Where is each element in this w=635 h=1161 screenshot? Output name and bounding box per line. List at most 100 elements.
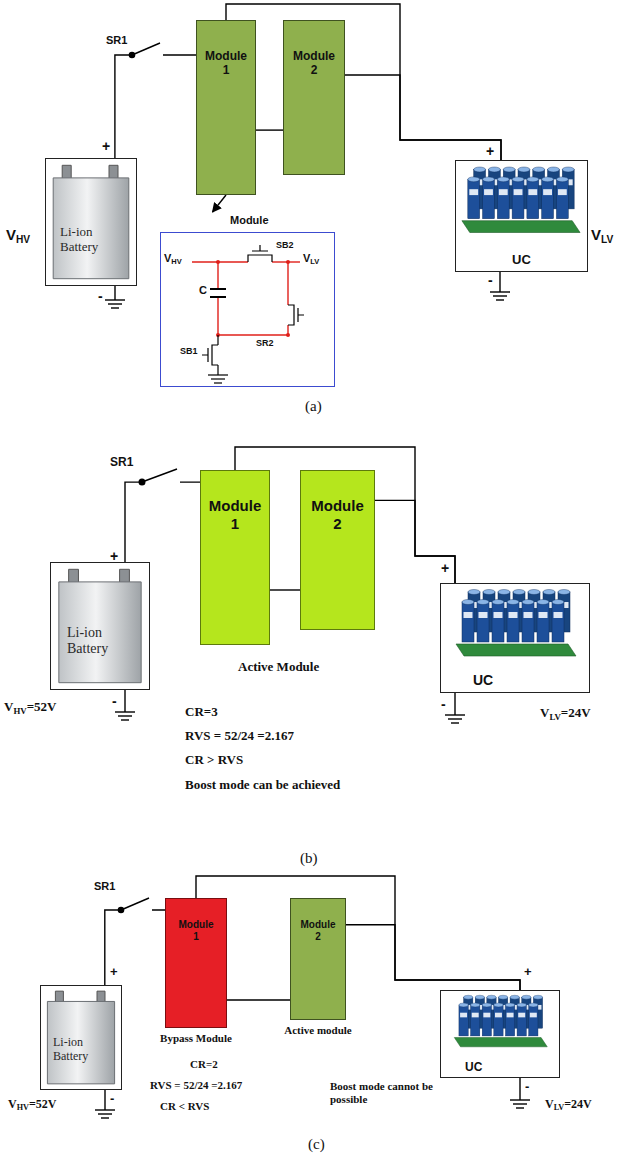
battery-text: Li-ion Battery: [53, 1036, 88, 1064]
label-slot: SR1: [110, 456, 133, 470]
label-slot: SR1: [106, 34, 127, 47]
polarity-sign: +: [441, 560, 449, 576]
label-slot: VLV: [303, 252, 319, 265]
module-box: Module 2: [300, 470, 375, 630]
label-slot: Boost mode cannot be possible: [330, 1080, 440, 1105]
module-title: Module 1: [205, 49, 247, 78]
wire-connector: [375, 500, 455, 583]
polarity-sign: -: [488, 272, 493, 288]
capacitor-bank-box: UC: [455, 160, 588, 272]
capacitor-bank-illustration: [441, 991, 559, 1053]
voltage-label: VLV: [591, 226, 613, 243]
module-caption: Bypass Module: [160, 1032, 232, 1045]
uc-text: UC: [473, 672, 493, 689]
polarity-sign: +: [110, 965, 118, 980]
module-title: Module 1: [209, 497, 262, 533]
component-label: SR2: [256, 338, 274, 348]
component-label: SB1: [180, 346, 198, 356]
switch-label: SR1: [94, 880, 115, 893]
wire-connector: [345, 75, 501, 160]
subscript: HV: [13, 706, 26, 716]
label-slot: SB2: [276, 240, 294, 250]
note-text: Active Module: [238, 660, 319, 675]
label-slot: CR=3: [185, 705, 218, 720]
label-slot: SR1: [94, 880, 115, 893]
uc-text: UC: [456, 252, 587, 268]
label-slot: CR < RVS: [160, 1100, 209, 1113]
label-slot: C: [199, 284, 207, 297]
capacitor-bank-illustration: [456, 161, 584, 241]
polarity-sign: -: [110, 1092, 114, 1107]
label-slot: -: [525, 1080, 529, 1095]
uc-text: UC: [465, 1060, 482, 1074]
component-label: SB2: [276, 240, 294, 250]
label-slot: (a): [305, 398, 322, 415]
subscript: LV: [549, 712, 560, 722]
label-slot: (b): [300, 850, 318, 867]
subscript: HV: [171, 257, 181, 266]
voltage-label: VLV=24V: [545, 1098, 592, 1112]
polarity-sign: +: [102, 138, 110, 154]
label-slot: -: [488, 272, 493, 288]
label-slot: -: [441, 696, 446, 712]
label-slot: -: [110, 1092, 114, 1107]
module-title: Module 2: [293, 49, 335, 78]
wire-connector: [270, 589, 300, 590]
label-slot: (c): [308, 1136, 325, 1153]
label-slot: VHV=52V: [8, 1098, 56, 1112]
note-text: Boost mode can be achieved: [185, 778, 340, 793]
module-detail-box: Module: [160, 212, 335, 387]
voltage-label: VLV=24V: [540, 706, 591, 721]
note-text: CR=3: [185, 705, 218, 720]
label-slot: +: [441, 560, 449, 576]
label-slot: +: [524, 965, 532, 980]
subscript: LV: [554, 1103, 565, 1112]
polarity-sign: -: [525, 1080, 529, 1095]
wire-connector: [115, 55, 196, 158]
heading-slot: Bypass Module: [160, 1032, 232, 1045]
wire-connector: [196, 876, 520, 990]
label-slot: SR2: [256, 338, 274, 348]
label-slot: SB1: [180, 346, 198, 356]
wire-connector: [346, 925, 520, 990]
label-slot: VLV: [591, 226, 613, 243]
module-box: Module 2: [283, 20, 345, 175]
module-caption: Active module: [284, 1024, 352, 1037]
wire-connector: [213, 195, 227, 212]
label-slot: RVS = 52/24 =2.167: [185, 729, 294, 744]
label-slot: +: [110, 548, 118, 564]
label-slot: VHV: [164, 252, 182, 265]
battery-illustration: [46, 159, 136, 285]
subscript: HV: [16, 234, 30, 245]
battery-box: Li-ion Battery: [40, 985, 122, 1090]
switch-label: SR1: [106, 34, 127, 47]
heading-slot: Active module: [284, 1024, 352, 1037]
label-slot: VHV=52V: [4, 700, 56, 715]
polarity-sign: +: [486, 143, 494, 159]
module-schematic: [192, 245, 304, 383]
label-slot: Boost mode can be achieved: [185, 778, 340, 793]
battery-box: Li-ion Battery: [45, 158, 137, 286]
voltage-label: VHV: [6, 226, 30, 243]
module-box: Module 2Active module: [290, 898, 346, 1020]
label-slot: -: [98, 288, 103, 304]
capacitor-bank-box: UC: [440, 990, 560, 1078]
module-detail-heading: Module: [160, 212, 335, 227]
note-text: RVS = 52/24 =2.167: [150, 1079, 242, 1092]
battery-box: Li-ion Battery: [50, 562, 150, 690]
wire-connector: [125, 482, 200, 562]
label-slot: CR=2: [190, 1058, 218, 1071]
module-box: Module 1: [200, 470, 270, 645]
voltage-label: VHV: [164, 252, 182, 265]
label-slot: CR > RVS: [185, 753, 243, 768]
polarity-sign: +: [524, 965, 532, 980]
wire-connector: [227, 999, 290, 1000]
voltage-label: VLV: [303, 252, 319, 265]
capacitor-bank-illustration: [441, 584, 589, 664]
battery-text: Li-ion Battery: [60, 225, 98, 255]
subscript: HV: [17, 1103, 29, 1112]
uc-text-slot: UC: [465, 1060, 482, 1074]
module-box: Module 1Bypass Module: [165, 898, 227, 1028]
uc-text-slot: UC: [456, 252, 587, 268]
